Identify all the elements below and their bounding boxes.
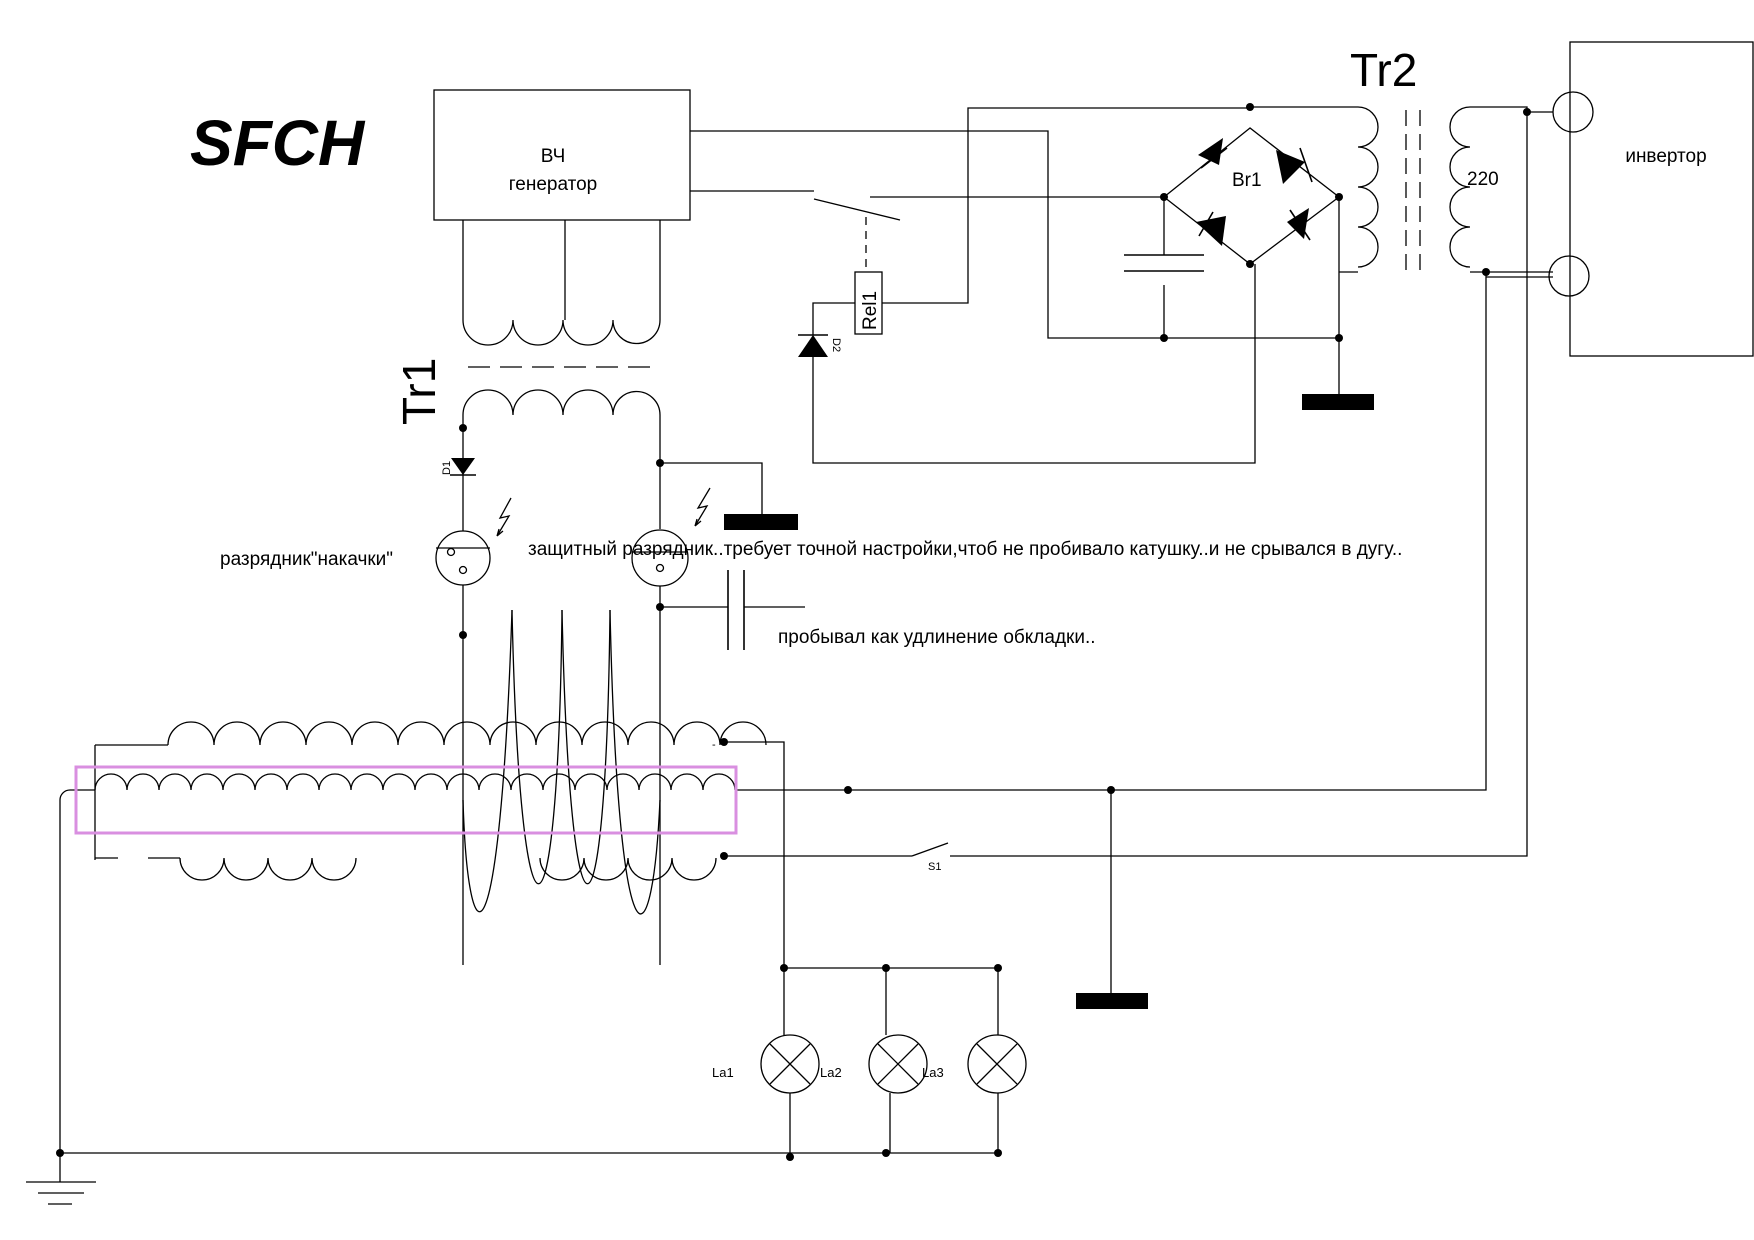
coil-row-bottom-right: [539, 857, 717, 881]
diode-d1: [450, 458, 476, 476]
hf-generator-label-2: генератор: [509, 174, 597, 195]
relay-coil-wire: [882, 107, 1250, 304]
svg-text:-: -: [712, 739, 716, 751]
lamp-la1: [760, 1034, 820, 1094]
lamp-la3: [967, 1034, 1027, 1094]
coil-row-mid: [94, 773, 736, 791]
inverter-terminal-2: [1548, 255, 1590, 297]
ground-plate-3: [1076, 993, 1148, 1009]
inverter-label: инвертор: [1625, 146, 1706, 167]
pump-spark-gap: [435, 530, 491, 586]
rel1-label: Rel1: [860, 291, 881, 330]
hf-generator-box: [433, 89, 691, 221]
tr1-primary-coil: [462, 319, 661, 346]
diode-d2: [798, 334, 828, 357]
ground-plate-2: [1302, 394, 1374, 410]
tr2-primary-coil: [1357, 106, 1379, 268]
coil-row-mid-lead: [59, 789, 95, 1155]
coil-row-top-lead: [94, 744, 168, 860]
spark-icon-2: [694, 487, 711, 527]
la2-label: La2: [820, 1065, 842, 1080]
br1-label: Br1: [1232, 170, 1262, 191]
diagram-title: SFCH: [190, 107, 366, 179]
d2-return-wire: [812, 264, 1256, 464]
coil-row-bottom-left: [179, 857, 357, 881]
lamp-la2: [868, 1034, 928, 1094]
inverter-terminal-1: [1552, 91, 1594, 133]
relay-contact: [813, 198, 901, 221]
tr1-secondary-coil: [462, 389, 661, 416]
tr2-secondary-top: [1470, 106, 1553, 113]
tr1-primary-leads: [462, 220, 661, 320]
lining-note: пробывал как удлинение обкладки..: [778, 627, 1096, 648]
center-loop-conductors: [462, 609, 661, 915]
tr2-secondary-coil: [1449, 106, 1471, 268]
tr2-label: Tr2: [1350, 44, 1417, 96]
gen-ctrl-wire-1: [690, 130, 1339, 339]
inverter-box: [1569, 41, 1754, 357]
tr1-label: Tr1: [393, 358, 445, 425]
bridge-rectifier-br1: [1162, 127, 1341, 265]
la3-label: La3: [922, 1065, 944, 1080]
s1-wire-right: [950, 112, 1528, 857]
ground-plate-1: [724, 514, 798, 530]
pump-gap-label: разрядник"накачки": [220, 549, 393, 570]
protective-gap-note: защитный разрядник..требует точной настр…: [528, 539, 1402, 560]
earth-ground-icon: [26, 1153, 96, 1205]
la1-label: La1: [712, 1065, 734, 1080]
switch-s1: [911, 842, 949, 857]
s1-label: S1: [928, 861, 941, 873]
highlight-rect: [74, 765, 738, 835]
d1-label: D1: [441, 461, 453, 475]
hf-generator-label-1: ВЧ: [541, 146, 565, 167]
voltage-220-label: 220: [1467, 169, 1499, 190]
coil-row-top: [167, 721, 767, 746]
d2-label: D2: [830, 338, 842, 352]
spark-icon: [496, 497, 512, 537]
